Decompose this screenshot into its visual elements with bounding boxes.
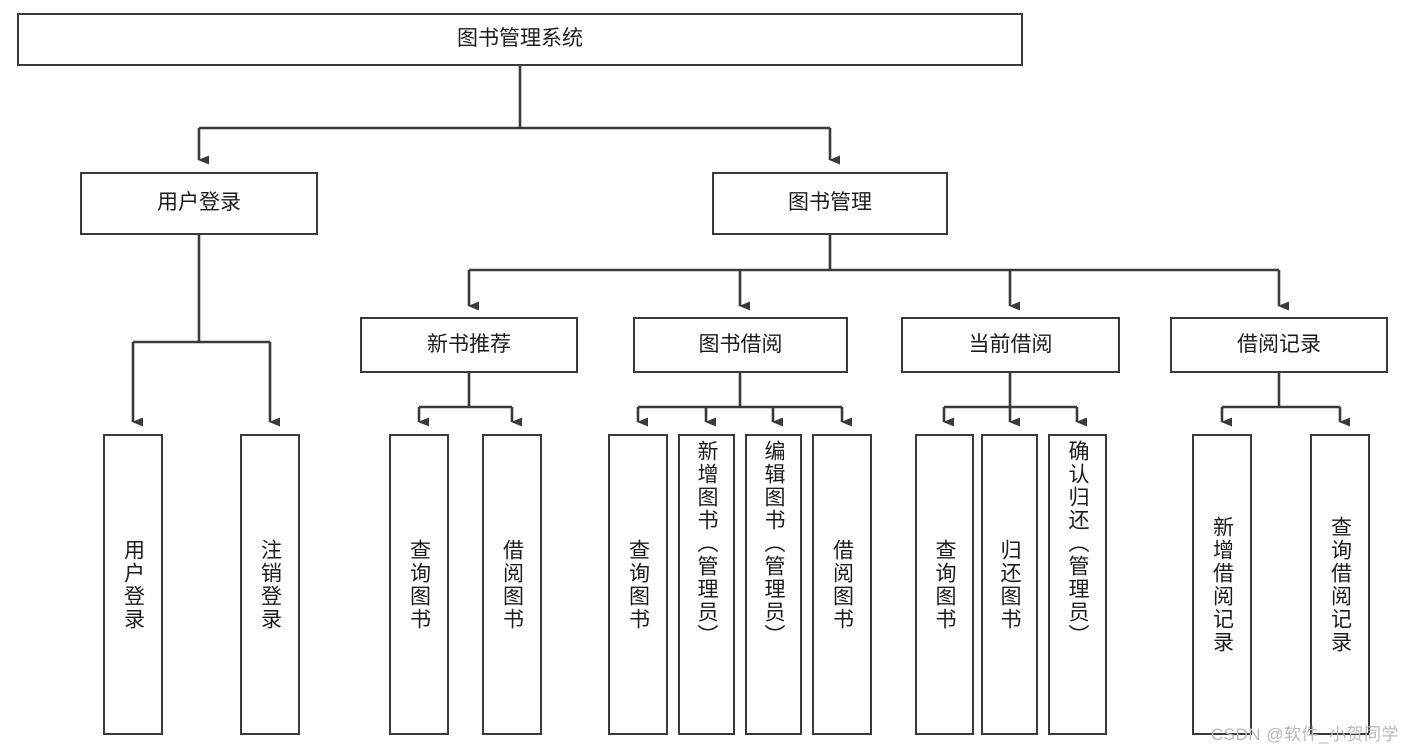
node-book-borrow[interactable]: 图书借阅 (633, 317, 848, 373)
node-leaf-edit-book[interactable]: 编辑图书（管理员） (745, 434, 802, 735)
node-borrow-record[interactable]: 借阅记录 (1170, 317, 1388, 373)
node-leaf-add-book-label: 新增图书（管理员） (695, 440, 718, 647)
node-leaf-borrow-book-rec-label: 借阅图书 (500, 538, 524, 631)
node-leaf-user-login[interactable]: 用户登录 (103, 434, 163, 735)
node-leaf-query-book-rec-label: 查询图书 (407, 538, 431, 631)
node-leaf-borrow-book[interactable]: 借阅图书 (812, 434, 872, 735)
node-leaf-borrow-book-label: 借阅图书 (830, 538, 854, 631)
node-leaf-logout-label: 注销登录 (258, 538, 282, 631)
node-user-login[interactable]: 用户登录 (80, 172, 318, 235)
node-borrow-record-label: 借阅记录 (1237, 332, 1321, 356)
node-leaf-query-record[interactable]: 查询借阅记录 (1310, 434, 1370, 735)
node-leaf-edit-book-label: 编辑图书（管理员） (762, 440, 785, 647)
node-leaf-query-book-borrow-label: 查询图书 (626, 538, 650, 631)
node-leaf-query-book-rec[interactable]: 查询图书 (389, 434, 449, 735)
node-new-book-rec[interactable]: 新书推荐 (360, 317, 578, 373)
node-book-manage[interactable]: 图书管理 (712, 172, 948, 235)
node-leaf-add-record[interactable]: 新增借阅记录 (1192, 434, 1252, 735)
node-leaf-logout[interactable]: 注销登录 (240, 434, 300, 735)
node-leaf-borrow-book-rec[interactable]: 借阅图书 (482, 434, 542, 735)
node-current-borrow-label: 当前借阅 (968, 332, 1053, 356)
node-root[interactable]: 图书管理系统 (17, 13, 1023, 66)
node-leaf-user-login-label: 用户登录 (121, 538, 145, 631)
node-new-book-rec-label: 新书推荐 (427, 332, 511, 356)
node-leaf-confirm-return[interactable]: 确认归还（管理员） (1048, 434, 1107, 735)
node-leaf-query-book-borrow[interactable]: 查询图书 (608, 434, 668, 735)
node-user-login-label: 用户登录 (157, 191, 241, 215)
node-leaf-add-book[interactable]: 新增图书（管理员） (678, 434, 735, 735)
node-leaf-query-book-cur-label: 查询图书 (933, 538, 956, 631)
node-book-manage-label: 图书管理 (788, 191, 872, 215)
csdn-watermark: CSDN @软件_小贺同学 (1210, 725, 1399, 744)
node-leaf-query-book-cur[interactable]: 查询图书 (915, 434, 974, 735)
node-root-label: 图书管理系统 (457, 27, 583, 51)
node-leaf-query-record-label: 查询借阅记录 (1328, 515, 1352, 654)
node-leaf-return-book-label: 归还图书 (998, 538, 1021, 631)
node-book-borrow-label: 图书借阅 (698, 332, 783, 356)
node-current-borrow[interactable]: 当前借阅 (901, 317, 1120, 373)
node-leaf-add-record-label: 新增借阅记录 (1210, 515, 1234, 654)
node-leaf-return-book[interactable]: 归还图书 (981, 434, 1038, 735)
node-leaf-confirm-return-label: 确认归还（管理员） (1066, 440, 1089, 647)
